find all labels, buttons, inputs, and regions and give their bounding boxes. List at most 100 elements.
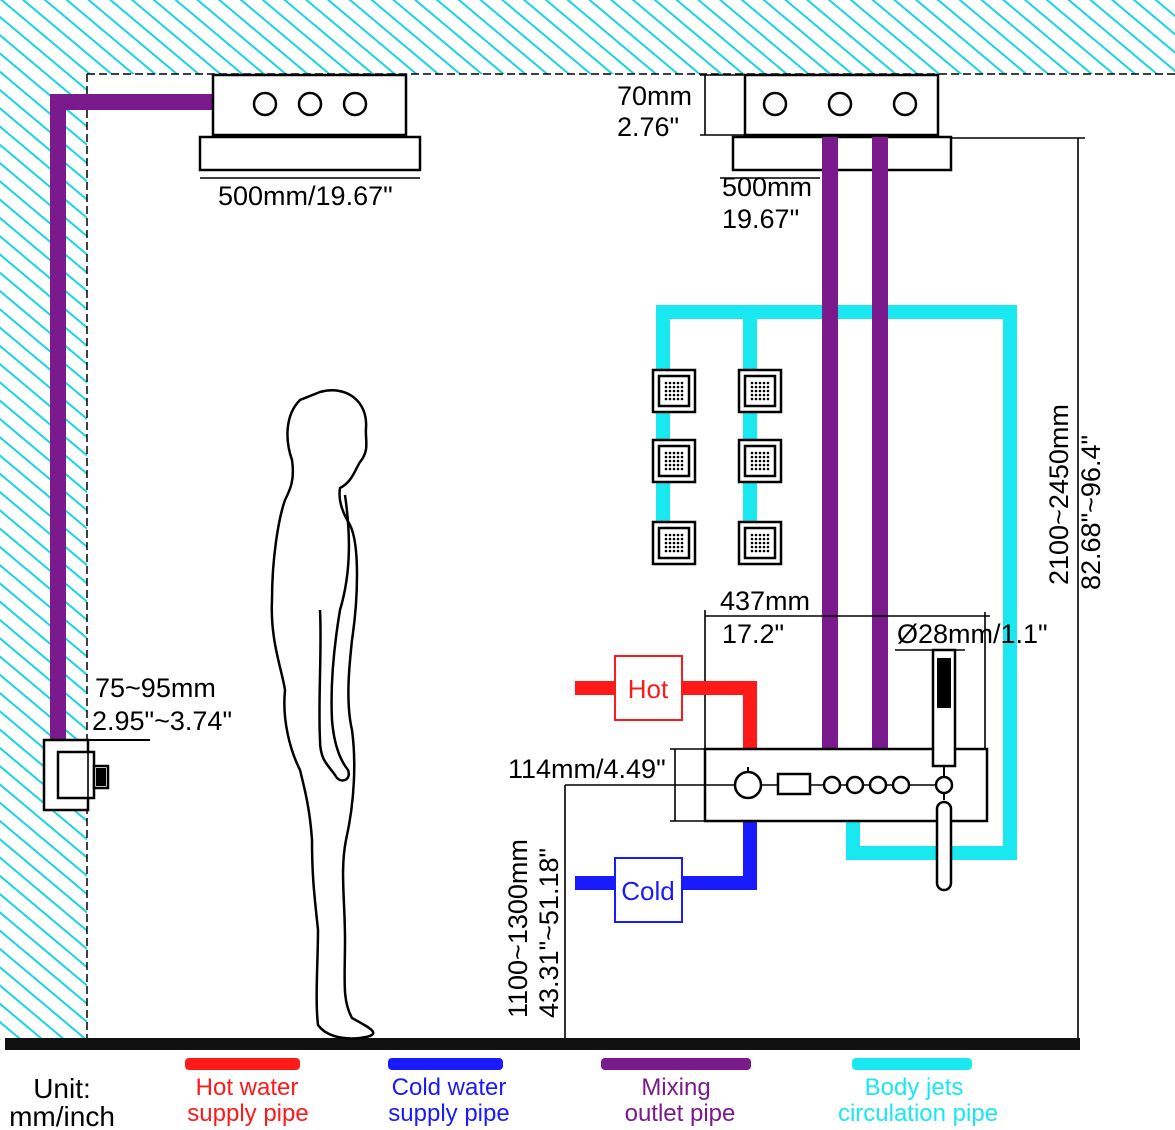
nozzle-dot <box>766 533 770 537</box>
nozzle-dot <box>758 459 762 463</box>
wall-depth-mm-label: 75~95mm <box>95 673 216 703</box>
nozzle-dot <box>668 533 672 537</box>
cold-label: Cold <box>621 876 674 906</box>
nozzle-dot <box>766 459 770 463</box>
legend-item-mixing: Mixing outlet pipe <box>601 1058 751 1127</box>
nozzle-dot <box>758 385 762 389</box>
nozzle-dot <box>762 533 766 537</box>
nozzle-dot <box>750 549 754 553</box>
nozzle-dot <box>680 463 684 467</box>
ceiling-depth-in-label: 2.76" <box>617 112 679 142</box>
nozzle-dot <box>672 381 676 385</box>
nozzle-dot <box>680 393 684 397</box>
nozzle-dot <box>672 549 676 553</box>
legend: Unit: mm/inch Hot water supply pipe Cold… <box>9 1058 998 1130</box>
nozzle-dot <box>758 397 762 401</box>
nozzle-dot <box>664 381 668 385</box>
nozzle-dot <box>680 545 684 549</box>
ceiling-width-right-mm-label: 500mm <box>722 172 812 202</box>
nozzle-dot <box>762 393 766 397</box>
nozzle-dot <box>676 545 680 549</box>
wall-depth-in-label: 2.95"~3.74" <box>92 706 232 736</box>
nozzle-dot <box>680 389 684 393</box>
nozzle-dot <box>680 549 684 553</box>
nozzle-dot <box>766 463 770 467</box>
body-jet <box>737 438 783 484</box>
nozzle-dot <box>676 467 680 471</box>
wall-valve-side <box>42 738 150 812</box>
nozzle-dot <box>672 463 676 467</box>
nozzle-dot <box>664 455 668 459</box>
nozzle-dot <box>750 455 754 459</box>
nozzle-dot <box>766 381 770 385</box>
nozzle-dot <box>668 541 672 545</box>
floor-line <box>5 1038 1080 1050</box>
handshower-icon <box>931 648 957 892</box>
total-height-in-label: 82.68"~96.4" <box>1076 435 1106 590</box>
nozzle-dot <box>680 381 684 385</box>
nozzle-dot <box>680 455 684 459</box>
nozzle-dot <box>762 463 766 467</box>
nozzle-dot <box>750 467 754 471</box>
nozzle-dot <box>668 389 672 393</box>
ceiling-width-right-in-label: 19.67" <box>722 204 799 234</box>
nozzle-dot <box>750 541 754 545</box>
nozzle-dot <box>754 385 758 389</box>
nozzle-dot <box>668 463 672 467</box>
nozzle-dot <box>664 451 668 455</box>
nozzle-dot <box>758 455 762 459</box>
nozzle-dot <box>676 459 680 463</box>
hot-label-box <box>614 655 683 721</box>
panel-width-mm-label: 437mm <box>720 586 810 616</box>
nozzle-dot <box>750 537 754 541</box>
nozzle-dot <box>766 389 770 393</box>
panel-height-label: 114mm/4.49" <box>508 754 666 784</box>
hot-supply-pipe <box>575 681 757 749</box>
nozzle-dot <box>750 381 754 385</box>
nozzle-dot <box>754 455 758 459</box>
nozzle-dot <box>758 451 762 455</box>
nozzle-dot <box>676 537 680 541</box>
nozzle-dot <box>754 381 758 385</box>
nozzle-dot <box>676 385 680 389</box>
nozzle-dot <box>672 459 676 463</box>
nozzle-dot <box>750 545 754 549</box>
nozzle-dot <box>676 549 680 553</box>
nozzle-dot <box>676 463 680 467</box>
nozzle-dot <box>758 533 762 537</box>
nozzle-dot <box>672 385 676 389</box>
human-arm <box>318 494 351 782</box>
legend-cold-line2: supply pipe <box>388 1100 509 1127</box>
nozzle-dot <box>668 549 672 553</box>
nozzle-dot <box>668 467 672 471</box>
nozzle-dot <box>754 549 758 553</box>
nozzle-dot <box>758 393 762 397</box>
nozzle-dot <box>762 389 766 393</box>
left-mixing-pipe <box>50 94 215 774</box>
nozzle-dot <box>758 549 762 553</box>
nozzle-dot <box>668 451 672 455</box>
nozzle-dot <box>664 533 668 537</box>
nozzle-dot <box>754 537 758 541</box>
nozzle-dot <box>758 541 762 545</box>
nozzle-dot <box>758 467 762 471</box>
body-jet-nozzles <box>664 381 770 553</box>
valve-height-mm-label: 1100~1300mm <box>503 839 533 1018</box>
nozzle-dot <box>750 389 754 393</box>
nozzle-dot <box>680 459 684 463</box>
nozzle-dot <box>668 393 672 397</box>
hot-label: Hot <box>628 674 669 704</box>
nozzle-dot <box>668 537 672 541</box>
nozzle-dot <box>754 467 758 471</box>
right-mixing-pipes <box>822 137 888 749</box>
nozzle-dot <box>664 537 668 541</box>
legend-hot-line1: Hot water <box>196 1074 299 1101</box>
nozzle-dot <box>664 389 668 393</box>
nozzle-dot <box>676 381 680 385</box>
nozzle-dot <box>754 463 758 467</box>
legend-item-body-jets: Body jets circulation pipe <box>838 1058 998 1127</box>
nozzle-dot <box>762 385 766 389</box>
nozzle-dot <box>664 549 668 553</box>
nozzle-dot <box>758 463 762 467</box>
nozzle-dot <box>672 541 676 545</box>
